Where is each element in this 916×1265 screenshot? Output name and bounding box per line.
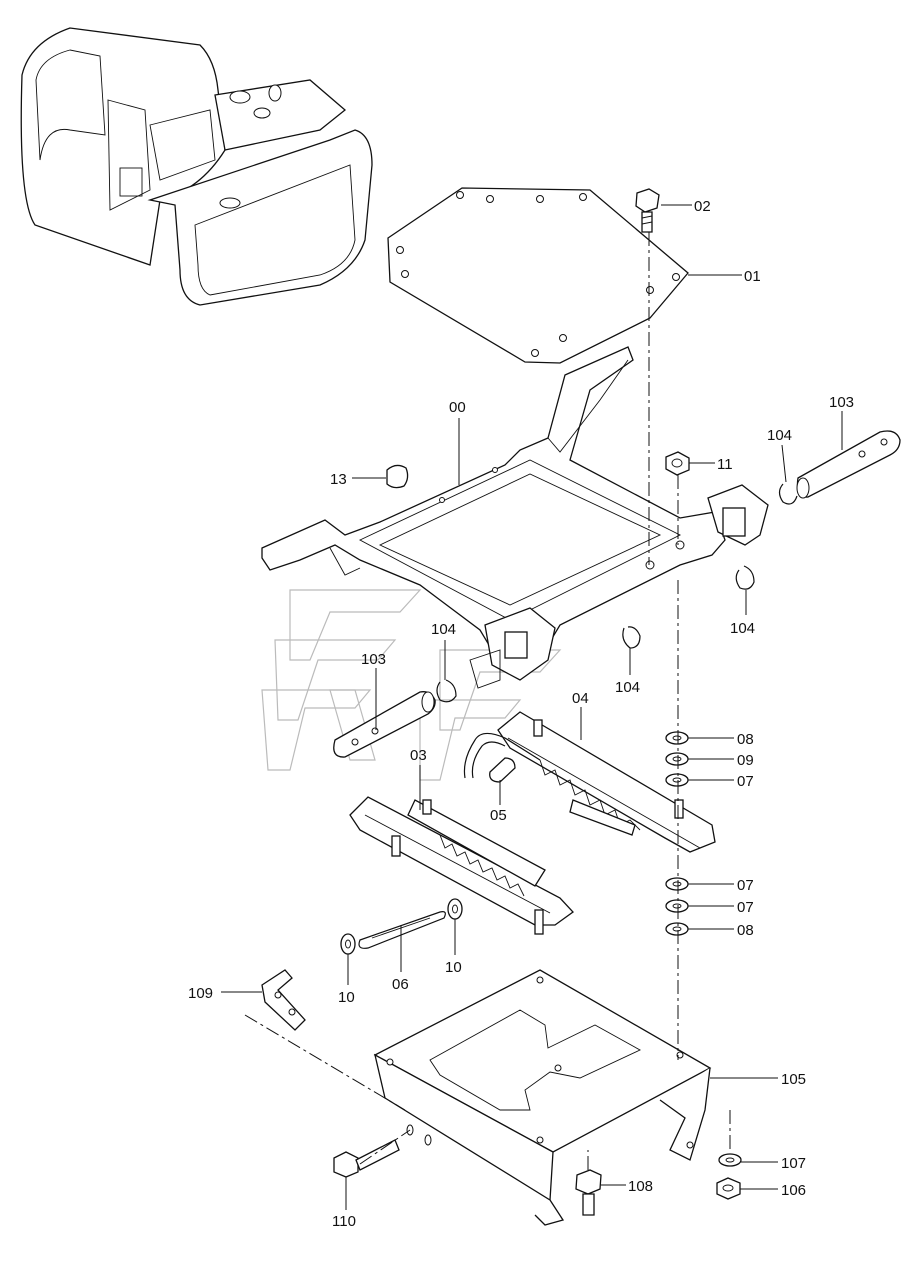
snap-rings-104 [436, 483, 798, 703]
bolt-108 [575, 1169, 602, 1216]
label-104-left: 104 [431, 621, 456, 638]
leader-lines [221, 204, 843, 1210]
excavator-cab-icon [20, 27, 373, 306]
label-103-right: 103 [829, 394, 854, 411]
nut-11 [665, 451, 690, 476]
label-07-low: 07 [737, 899, 754, 916]
bolt-110 [333, 1139, 400, 1178]
washer-stack [665, 731, 689, 936]
label-10-left: 10 [338, 989, 355, 1006]
label-10-right: 10 [445, 959, 462, 976]
label-09: 09 [737, 752, 754, 769]
nut-106 [716, 1177, 741, 1200]
spring-06 [358, 911, 446, 949]
bolt-02 [635, 188, 660, 233]
label-02: 02 [694, 198, 711, 215]
label-110: 110 [332, 1213, 356, 1230]
part-labels: 02 01 00 13 11 103 104 104 104 104 103 0… [188, 198, 854, 1230]
label-104-right: 104 [730, 620, 755, 637]
label-01: 01 [744, 268, 761, 285]
label-08-top: 08 [737, 731, 754, 748]
label-07-top: 07 [737, 773, 754, 790]
clip-109 [261, 969, 306, 1031]
slide-rail-03 [349, 796, 574, 935]
label-104-top: 104 [767, 427, 792, 444]
label-104-mid: 104 [615, 679, 640, 696]
label-04: 04 [572, 690, 589, 707]
assembly-lines [244, 232, 731, 1170]
pin-103-right [796, 430, 901, 499]
label-109: 109 [188, 985, 213, 1002]
label-08-low: 08 [737, 922, 754, 939]
pin-103-left [333, 691, 436, 758]
cap-13 [386, 464, 409, 489]
label-06: 06 [392, 976, 409, 993]
label-03: 03 [410, 747, 427, 764]
slide-rail-04 [463, 711, 716, 853]
seat-frame [261, 346, 769, 689]
washer-107 [718, 1153, 742, 1167]
label-108: 108 [628, 1178, 653, 1195]
label-00: 00 [449, 399, 466, 416]
label-11: 11 [717, 456, 733, 473]
label-106: 106 [781, 1182, 806, 1199]
label-13: 13 [330, 471, 347, 488]
label-105: 105 [781, 1071, 806, 1088]
label-103-left: 103 [361, 651, 386, 668]
knob-05 [489, 757, 516, 783]
label-05: 05 [490, 807, 507, 824]
base-bracket-105 [373, 969, 712, 1226]
label-07-mid: 07 [737, 877, 754, 894]
label-107: 107 [781, 1155, 806, 1172]
mounting-plate [387, 187, 689, 364]
